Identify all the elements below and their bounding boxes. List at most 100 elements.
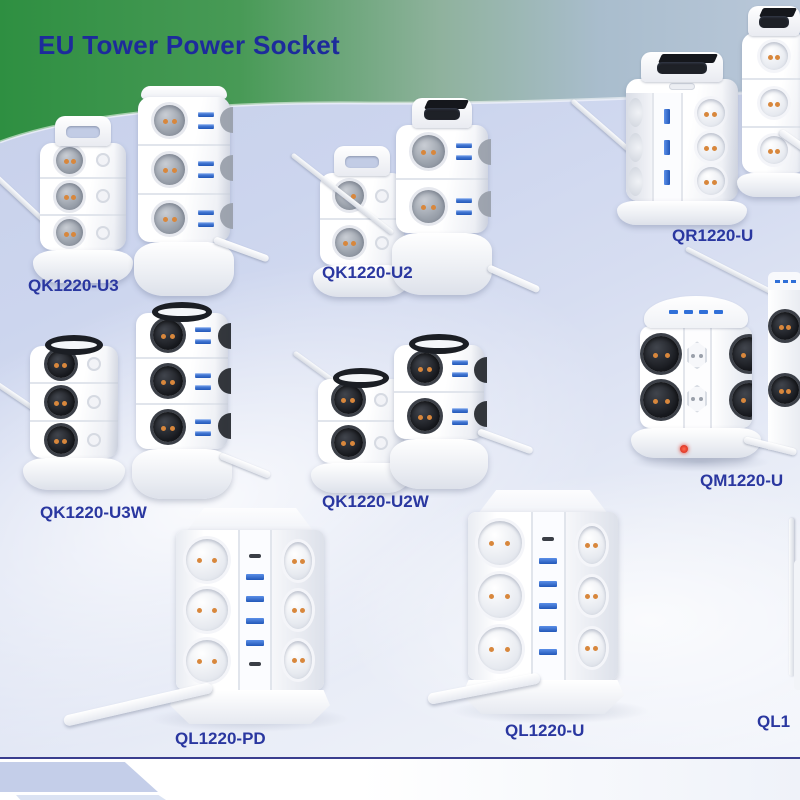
eu-socket (577, 628, 606, 667)
power-button (95, 189, 110, 204)
eu-socket (760, 41, 788, 70)
usb-c-port (249, 662, 262, 666)
usb-port (246, 640, 265, 646)
product-label-qm1220-u: QM1220-U (700, 471, 784, 490)
page-title: EU Tower Power Socket (38, 30, 341, 60)
carry-handle (640, 52, 724, 82)
tower-base (33, 250, 133, 283)
side-socket (474, 357, 487, 383)
socket-column (176, 530, 239, 690)
eu-socket (56, 182, 84, 210)
usb-port (246, 596, 265, 602)
product-photo-qm1220-u (631, 296, 761, 458)
usb-top-panel (768, 272, 800, 290)
tower-base (631, 428, 761, 458)
eu-socket (410, 401, 440, 431)
eu-socket (411, 190, 445, 223)
eu-socket (333, 428, 363, 457)
usb-port (539, 649, 558, 656)
product-photo-ql1220-u (462, 490, 624, 714)
product-label-qk1220-u2: QK1220-U2 (322, 263, 413, 282)
product-photo-partial-right-edge (794, 560, 800, 690)
eu-socket (154, 105, 186, 136)
carry-handle (54, 116, 112, 146)
product-photo-qk1220-u2w-usb-view (390, 334, 488, 489)
eu-socket (410, 353, 440, 383)
usb-port-column (531, 512, 566, 680)
tower-base (132, 449, 232, 499)
side-socket (478, 191, 491, 217)
side-socket-column (565, 512, 618, 680)
eu-socket (335, 228, 364, 257)
euro-socket (687, 341, 708, 370)
product-photo-qm1220-u-partial (768, 272, 800, 450)
euro-socket-column (682, 326, 712, 428)
tower-top (141, 86, 227, 99)
eu-socket (771, 376, 799, 404)
usb-ports (197, 210, 214, 227)
usb-ports (452, 407, 468, 425)
power-button (374, 392, 389, 407)
tower-top (478, 490, 608, 514)
euro-socket (687, 384, 708, 413)
side-socket (218, 368, 231, 394)
usb-port (539, 580, 558, 587)
eu-socket (284, 591, 313, 629)
eu-socket (411, 135, 445, 168)
product-photo-qk1220-u3w-usb-view (132, 302, 232, 499)
power-indicator-light (680, 445, 689, 453)
usb-port (539, 557, 558, 564)
usb-ports (456, 143, 473, 160)
usb-ports (197, 161, 214, 178)
eu-socket (696, 99, 725, 127)
eu-socket (152, 412, 183, 442)
eu-socket (154, 203, 186, 234)
eu-socket (577, 577, 606, 615)
eu-socket (760, 88, 788, 117)
eu-socket (152, 366, 183, 396)
eu-socket (731, 337, 752, 372)
usb-ports (195, 326, 212, 344)
eu-socket (154, 154, 186, 185)
power-button (374, 435, 389, 450)
top-ring (44, 335, 104, 355)
top-ring (332, 368, 390, 388)
side-socket (220, 203, 233, 229)
product-label-ql1-partial: QL1 (757, 712, 791, 731)
usb-port (246, 574, 265, 580)
product-label-ql1220-pd: QL1220-PD (175, 729, 266, 748)
eu-socket (186, 538, 229, 581)
eu-socket (186, 639, 229, 682)
carry-handle (334, 146, 390, 176)
side-socket (220, 107, 233, 133)
tower-top (186, 508, 314, 532)
usb-port-column (651, 93, 684, 201)
tower-base (617, 201, 747, 225)
side-socket (218, 323, 231, 349)
tower-base (134, 242, 234, 296)
eu-socket (284, 541, 313, 580)
power-button (375, 235, 389, 250)
eu-socket (56, 146, 84, 174)
eu-socket (477, 521, 522, 565)
side-socket (220, 155, 233, 181)
eu-socket (46, 388, 75, 416)
eu-socket (284, 640, 313, 679)
socket-column (468, 512, 531, 680)
socket-column (640, 326, 683, 428)
power-button (95, 153, 110, 168)
side-socket (478, 139, 491, 165)
product-label-qk1220-u2w: QK1220-U2W (322, 492, 429, 511)
eu-socket (477, 574, 522, 618)
side-socket (474, 401, 487, 427)
eu-socket (760, 136, 788, 165)
product-label-qk1220-u3: QK1220-U3 (28, 276, 119, 295)
usb-ports (195, 418, 212, 436)
tower-base (736, 173, 800, 197)
product-photo-qk1220-u2w-front (311, 368, 411, 493)
usb-port (246, 618, 265, 624)
eu-socket (56, 219, 84, 247)
tower-base (392, 233, 492, 295)
usb-c-port (542, 536, 555, 541)
